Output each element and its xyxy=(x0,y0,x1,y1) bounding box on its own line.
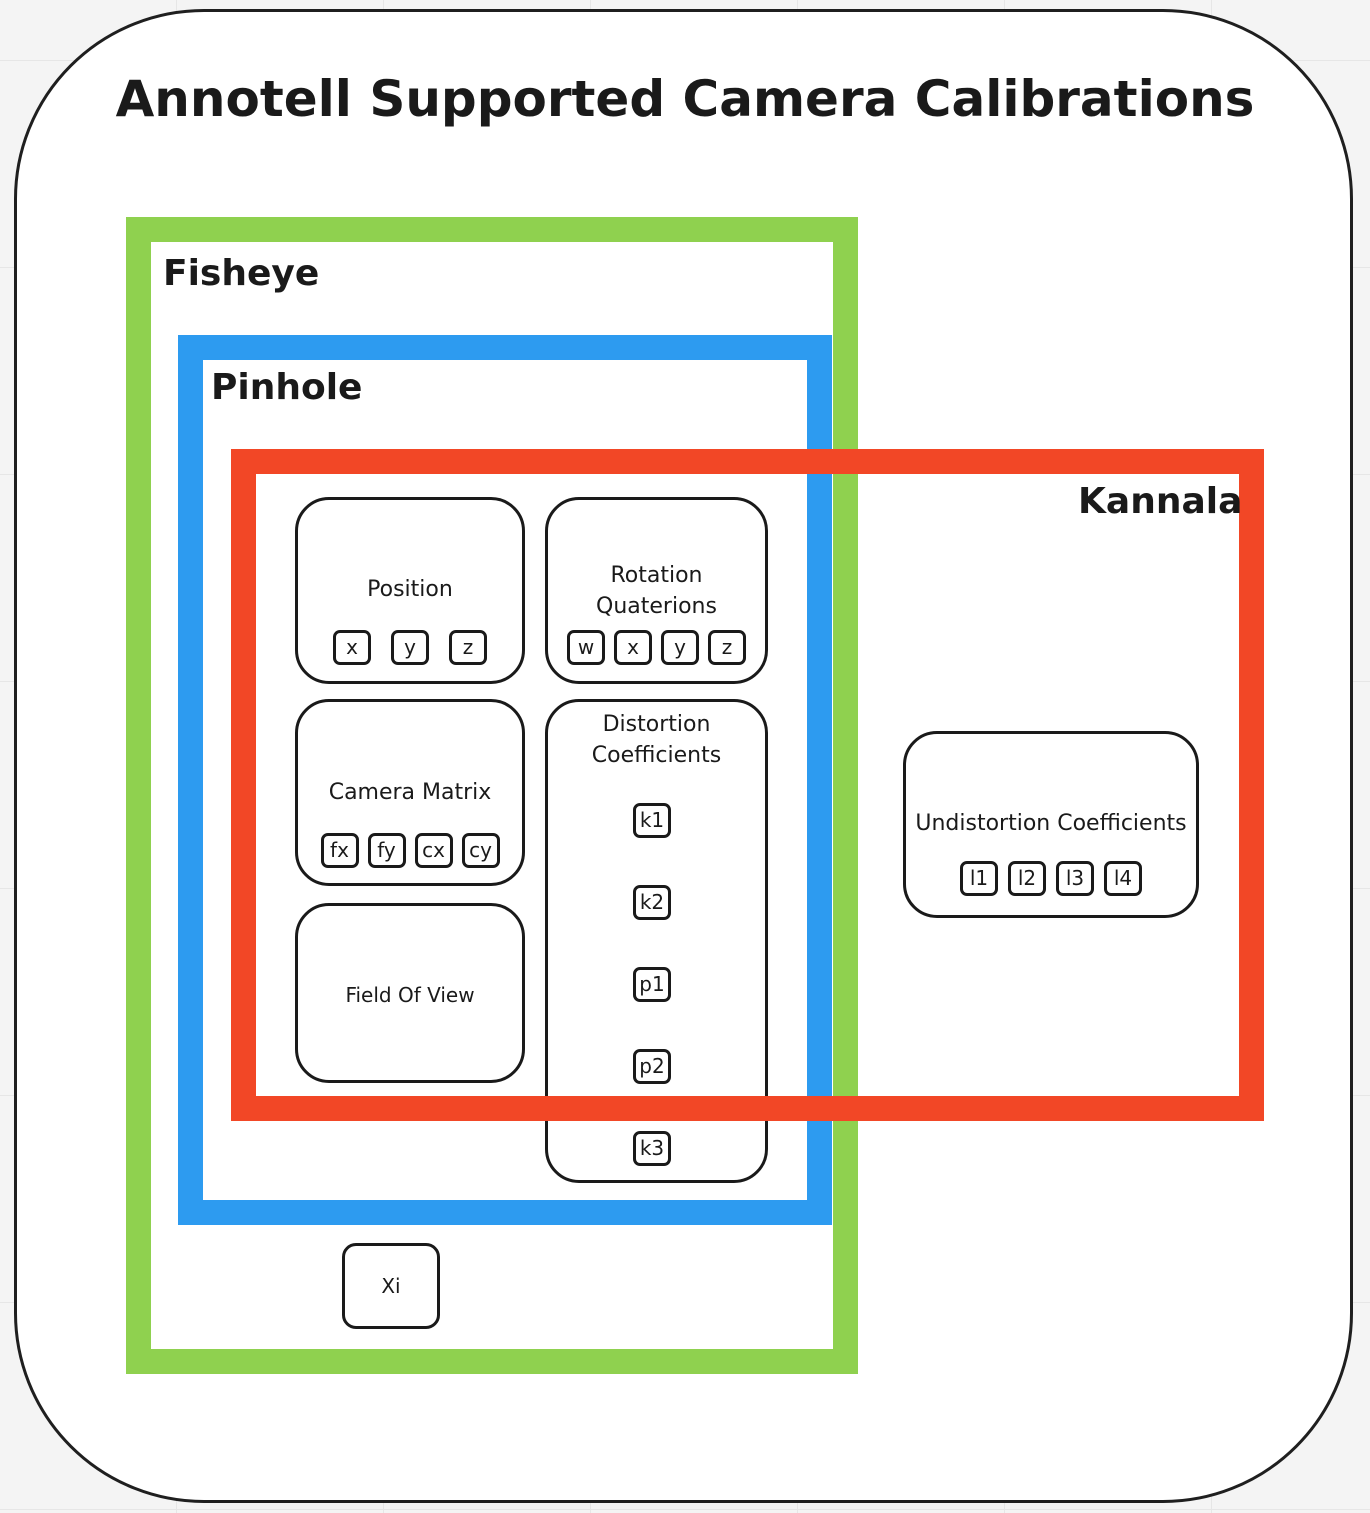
position-card[interactable]: Position x y z xyxy=(295,497,525,684)
diagram-title: Annotell Supported Camera Calibrations xyxy=(115,70,1255,128)
param-chip: cy xyxy=(461,833,500,868)
rotation-card-title-line2: Quaterions xyxy=(596,594,717,619)
param-chip: k1 xyxy=(633,803,671,838)
kannala-group-outline xyxy=(231,449,1264,1121)
field-of-view-card[interactable]: Field Of View xyxy=(295,903,525,1083)
fisheye-group-outline xyxy=(126,217,858,1374)
param-chip: w xyxy=(567,630,605,665)
param-chip: p2 xyxy=(633,1049,671,1084)
param-chip: x xyxy=(614,630,652,665)
position-card-title: Position xyxy=(367,577,453,602)
param-chip: l2 xyxy=(1008,861,1046,896)
param-chip: p1 xyxy=(633,967,671,1002)
param-chip: cx xyxy=(414,833,453,868)
param-chip: x xyxy=(333,630,371,665)
param-chip: l4 xyxy=(1104,861,1142,896)
pinhole-group-outline xyxy=(178,335,832,1225)
camera-matrix-card[interactable]: Camera Matrix fx fy cx cy xyxy=(295,699,525,886)
field-of-view-card-title: Field Of View xyxy=(345,983,475,1007)
kannala-group-label: Kannala xyxy=(1078,481,1243,522)
distortion-card-title-line2: Coefficients xyxy=(591,743,722,768)
rotation-quaterions-card[interactable]: Rotation Quaterions w x y z xyxy=(545,497,768,684)
param-chip: k2 xyxy=(633,885,671,920)
param-chip: l1 xyxy=(960,861,998,896)
param-chip: y xyxy=(661,630,699,665)
param-chip: z xyxy=(449,630,487,665)
undistortion-card-title: Undistortion Coefficients xyxy=(915,811,1187,836)
param-chip: l3 xyxy=(1056,861,1094,896)
rotation-card-title-line1: Rotation xyxy=(610,563,703,588)
pinhole-group-label: Pinhole xyxy=(211,367,363,408)
param-chip: k3 xyxy=(633,1131,671,1166)
param-chip: fy xyxy=(367,833,406,868)
xi-card-title: Xi xyxy=(381,1274,401,1298)
distortion-card-title-line1: Distortion xyxy=(602,712,711,737)
param-chip: fx xyxy=(320,833,359,868)
undistortion-coefficients-card[interactable]: Undistortion Coefficients l1 l2 l3 l4 xyxy=(903,731,1199,918)
fisheye-group-label: Fisheye xyxy=(163,253,320,294)
param-chip: z xyxy=(708,630,746,665)
camera-matrix-card-title: Camera Matrix xyxy=(328,780,492,805)
param-chip: y xyxy=(391,630,429,665)
xi-card[interactable]: Xi xyxy=(342,1243,440,1329)
